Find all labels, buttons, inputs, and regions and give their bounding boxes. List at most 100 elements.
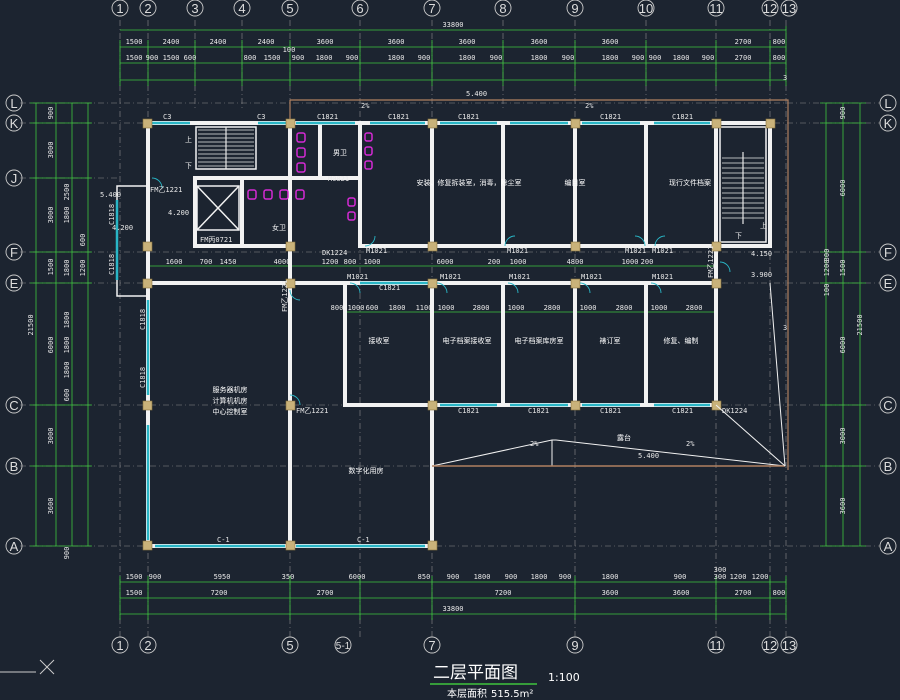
dim-interior: 4800 [567,258,584,266]
dim-interior2: 600 [366,304,379,312]
axis-left-B: B [10,459,19,474]
axis-top-7: 7 [428,1,435,16]
dim-interior: 1600 [166,258,183,266]
dim-left-r1: 3000 [47,142,55,159]
dim-left-r1: 1800 [63,312,71,329]
dim-left-r2: 1800 [63,337,71,354]
axis-right-B: B [884,459,893,474]
balcony [431,282,786,467]
dim-top-r1: 2400 [258,38,275,46]
dim-interior2: 1000 [651,304,668,312]
dim-bottom-r2: 3600 [673,589,690,597]
dim-interior2: 2800 [686,304,703,312]
tag-c1821: C1821 [379,284,400,292]
toilet-fixtures [247,132,373,221]
tag-m1021: M1021 [366,247,387,255]
dim-top-r2: 600 [184,54,197,62]
dim-left-r1: 3000 [47,428,55,445]
dim-interior: 800 [344,258,357,266]
axis-right-E: E [884,276,893,291]
dim-bottom-r1: 900 [505,573,518,581]
dim-top-r2: 900 [146,54,159,62]
dim-top-r2: 1500 [264,54,281,62]
inner-walls [116,126,767,297]
room-balcony: 露台 [617,433,631,442]
dim-top-r2: 900 [292,54,305,62]
tag-stair-down: 下 [185,162,192,170]
axis-top-5: 5 [286,1,293,16]
dim-bottom-r1: 1200 [752,573,769,581]
dim-bottom-r1: 1800 [474,573,491,581]
dim-interior: 1000 [364,258,381,266]
dim-left-r2: 600 [63,389,71,402]
dim-top-r1: 2400 [163,38,180,46]
tag-c1821: C1821 [672,113,693,121]
drawing-title: 二层平面图 [433,663,518,683]
room-current-files: 现行文件档案 [669,178,711,187]
dim-top-r2: 1800 [531,54,548,62]
dim-left-r1: 1800 [63,207,71,224]
dim-right-r2: 300 [823,249,831,262]
axis-bottom-9: 9 [571,638,578,653]
dim-top-r2: 2700 [735,54,752,62]
room-repair: 修复、编制 [664,336,699,345]
dim-top-r2: 1800 [673,54,690,62]
axis-bottom-1: 1 [116,638,123,653]
tag-slope: 2% [530,440,539,448]
dim-interior: 200 [488,258,501,266]
tag-elev: 5.400 [100,191,121,199]
dim-top-r2: 1800 [388,54,405,62]
dim-top-r2: 1800 [602,54,619,62]
axis-top-4: 4 [238,1,245,16]
dim-bottom-r1: 900 [674,573,687,581]
dim-top-r2: 900 [490,54,503,62]
tag-stair-down: 下 [735,232,742,240]
dim-bottom-r1: 1200 [730,573,747,581]
dim-bottom-r2: 2700 [735,589,752,597]
axis-bubbles-bottom [111,636,798,654]
dim-bottom-r1: 350 [282,573,295,581]
dim-bottom-r1: 1800 [531,573,548,581]
tag-c1821: C1821 [458,113,479,121]
dim-right-total: 21500 [856,314,864,335]
dimension-ticks [30,26,866,620]
dim-bottom-r1: 900 [559,573,572,581]
tag-m1021: M1021 [581,273,602,281]
dim-top-r2: 1500 [126,54,143,62]
dim-left-total: 21500 [27,314,35,335]
dim-bottom-mark: 300 [714,566,727,574]
dim-right-r2: 100 [823,284,831,297]
tag-c1821: C1821 [317,113,338,121]
drawing-scale: 1:100 [548,671,580,684]
dim-top-r2: 900 [632,54,645,62]
tag-fm-1221: FM乙1221 [296,407,328,415]
dim-top-r1: 3600 [602,38,619,46]
dim-bottom-r1: 6000 [349,573,366,581]
dim-bottom-r1: 1800 [602,573,619,581]
dim-top-r2: 900 [649,54,662,62]
dim-top-total: 33800 [442,21,463,29]
tag-c1821: C1821 [528,407,549,415]
dim-top-r1: 2400 [210,38,227,46]
dim-top-r2: 800 [244,54,257,62]
dim-top-r1: 2700 [735,38,752,46]
dim-top-r1: 800 [773,38,786,46]
dim-interior2: 1000 [438,304,455,312]
tag-m1021: M1021 [347,273,368,281]
tag-slope: 2% [585,102,594,110]
room-binding: 裱订室 [600,336,621,345]
dim-left-r1: 6000 [47,337,55,354]
dim-top-r2: 900 [562,54,575,62]
tag-elev: 5.400 [638,452,659,460]
dim-bottom-r2: 1500 [126,589,143,597]
room-control: 中心控制室 [213,407,248,416]
tag-m1021: M1021 [652,247,673,255]
room-toilet-m: 男卫 [333,149,347,157]
dim-top-r1: 3600 [531,38,548,46]
dim-interior2: 1000 [508,304,525,312]
tag-fm-0721: FM丙0721 [200,236,232,244]
axis-left-L: L [10,96,17,111]
dim-interior: 1000 [622,258,639,266]
